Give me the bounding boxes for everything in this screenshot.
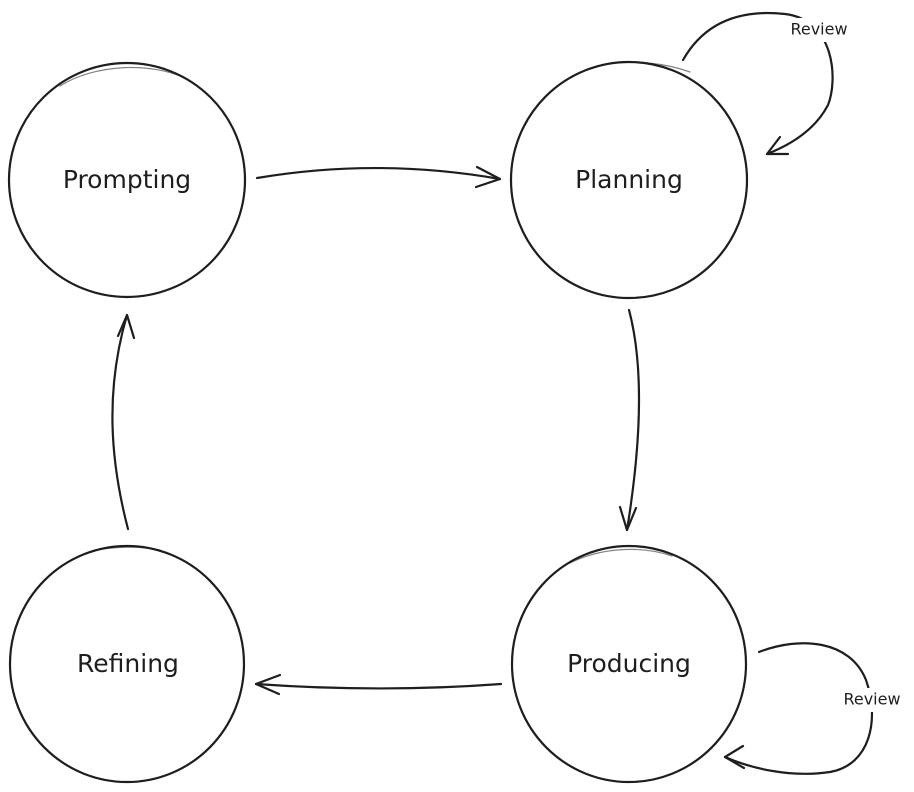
node-planning-label: Planning [575, 165, 683, 194]
edge-producing-to-refining [254, 673, 503, 696]
node-producing[interactable]: Producing [510, 544, 748, 784]
producing-review-label: Review [843, 690, 900, 709]
node-prompting-circle [7, 61, 247, 299]
arrow-line-producing-refining [254, 682, 503, 690]
node-prompting-sketch-stroke [59, 66, 186, 87]
node-prompting-label: Prompting [63, 165, 191, 194]
planning-review-label: Review [790, 20, 847, 39]
edge-prompting-to-planning [255, 165, 502, 189]
edge-producing-review-loop: Review [723, 642, 908, 775]
node-producing-label: Producing [567, 649, 691, 678]
arrow-line-planning-producing [625, 308, 641, 532]
arrowhead-planning-producing [618, 505, 638, 532]
arrowhead-planning-review [765, 135, 790, 156]
planning-review-label-bg [784, 18, 854, 42]
node-planning-sketch-stroke [604, 61, 691, 73]
node-prompting[interactable]: Prompting [7, 61, 247, 299]
arrowhead-producing-refining [254, 673, 282, 696]
node-refining-sketch-stroke [91, 546, 161, 552]
node-producing-sketch-stroke [569, 548, 673, 564]
arrow-line-producing-review [723, 642, 874, 775]
arrowhead-prompting-planning [474, 165, 502, 189]
node-planning[interactable]: Planning [509, 60, 749, 300]
producing-review-label-bg [836, 688, 908, 712]
edge-refining-to-prompting [111, 313, 136, 531]
node-refining-label: Refining [77, 649, 179, 678]
node-refining-circle [8, 544, 246, 784]
arrowhead-refining-prompting [116, 313, 136, 340]
arrow-line-planning-review [681, 11, 834, 156]
arrowhead-producing-review [723, 744, 746, 770]
edge-planning-review-loop: Review [681, 11, 854, 156]
node-refining[interactable]: Refining [8, 544, 246, 784]
arrow-line-prompting-planning [255, 166, 502, 181]
arrow-line-refining-prompting [111, 313, 130, 531]
edge-planning-to-producing [618, 308, 641, 532]
node-producing-circle [510, 544, 748, 784]
